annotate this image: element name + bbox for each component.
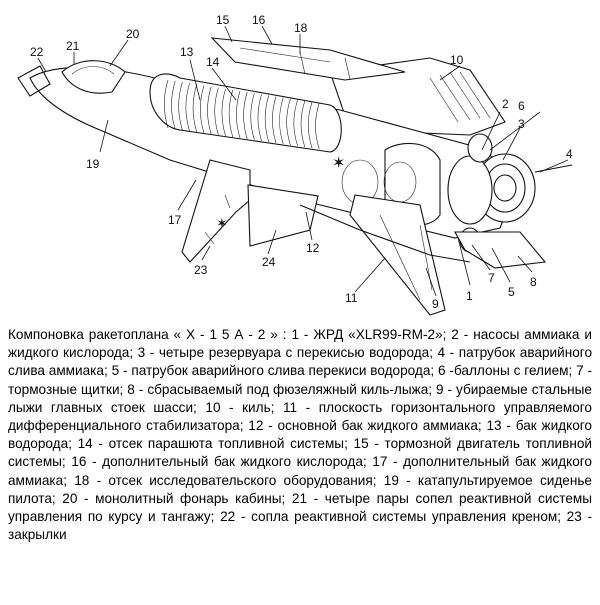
svg-text:✶: ✶ xyxy=(216,215,228,231)
callout-22: 22 xyxy=(30,45,44,59)
callout-17: 17 xyxy=(168,213,182,227)
callout-16: 16 xyxy=(252,13,266,27)
callout-6: 6 xyxy=(518,99,525,113)
callout-3: 3 xyxy=(518,117,525,131)
callout-9: 9 xyxy=(432,297,439,311)
tank-rib xyxy=(243,92,248,140)
callout-2: 2 xyxy=(502,97,509,111)
callout-1: 1 xyxy=(466,289,473,303)
callout-11: 11 xyxy=(345,291,358,305)
tank-rib xyxy=(300,100,306,148)
callout-labels: 1 2 3 4 5 6 7 8 9 10 11 12 13 14 15 16 1… xyxy=(30,13,573,311)
callout-14: 14 xyxy=(206,55,220,69)
callout-4: 4 xyxy=(566,147,573,161)
wing: ✶ ✶ xyxy=(181,155,345,263)
callout-7: 7 xyxy=(488,271,495,285)
callout-10: 10 xyxy=(450,53,464,67)
tank-rib xyxy=(293,99,298,147)
tank-rib xyxy=(185,83,190,132)
callout-18: 18 xyxy=(294,21,308,35)
tank-rib xyxy=(235,90,241,139)
internal-tanks xyxy=(149,73,342,153)
external-dorsal-pods xyxy=(210,37,406,81)
tank-rib xyxy=(286,98,291,146)
tank-rib xyxy=(214,87,219,136)
tank-rib xyxy=(221,88,226,137)
tank-rib xyxy=(307,101,313,149)
svg-text:✶: ✶ xyxy=(332,155,345,172)
tank-rib xyxy=(271,96,277,144)
callout-8: 8 xyxy=(530,275,537,289)
tank-rib xyxy=(250,93,255,141)
tank-rib xyxy=(207,86,212,135)
callout-20: 20 xyxy=(126,27,140,41)
horizontal-stabilizer xyxy=(349,194,446,316)
tank-rib xyxy=(279,97,284,145)
tank-rib xyxy=(315,103,320,150)
engine-assembly xyxy=(341,133,573,253)
callout-21: 21 xyxy=(66,39,80,53)
callout-13: 13 xyxy=(180,45,194,59)
callout-12: 12 xyxy=(306,241,320,255)
callout-5: 5 xyxy=(508,285,515,299)
tank-rib xyxy=(199,85,205,134)
tank-rib xyxy=(192,84,198,133)
figure-caption: Компоновка ракетоплана « X - 1 5 А - 2 »… xyxy=(8,327,592,543)
callout-leader-lines xyxy=(37,25,569,297)
tank-rib xyxy=(257,94,262,142)
callout-24: 24 xyxy=(262,255,276,269)
callout-19: 19 xyxy=(86,157,100,171)
rocket-plane-cutaway-diagram: ✶ ✶ 1 2 3 4 5 xyxy=(17,13,573,316)
callout-15: 15 xyxy=(216,13,230,27)
tank-rib xyxy=(171,81,176,130)
tank-rib xyxy=(264,95,270,143)
tank-rib xyxy=(163,79,169,129)
tank-rib xyxy=(178,82,183,131)
ventral-fin xyxy=(454,231,547,269)
callout-23: 23 xyxy=(194,263,208,277)
